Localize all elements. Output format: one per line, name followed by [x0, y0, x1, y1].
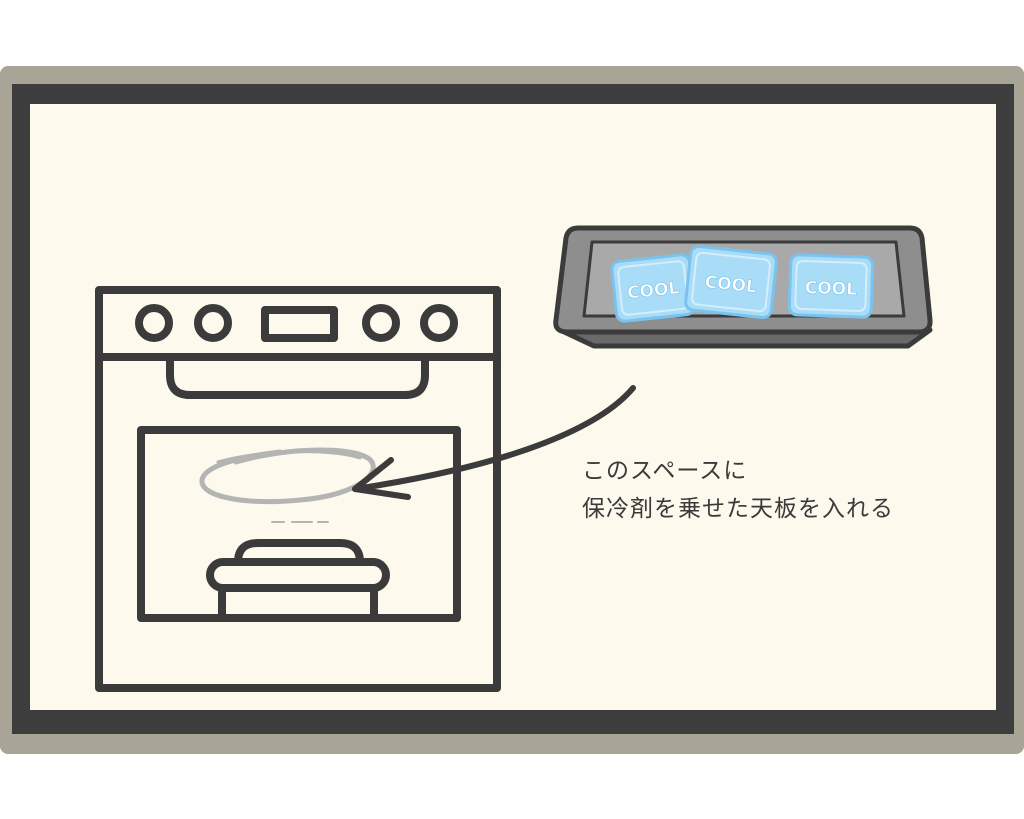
- oven-window: [137, 426, 461, 622]
- oven-body: [95, 286, 501, 692]
- caption-line-1: このスペースに: [582, 458, 748, 484]
- bread-pan-lid: [234, 539, 364, 566]
- bread-pan-rim: [206, 558, 390, 592]
- oven-handle: [166, 357, 429, 399]
- bread-pan-body: [218, 586, 378, 622]
- oven-knob-2: [194, 304, 232, 342]
- caption: このスペースに 保冷剤を乗せた天板を入れる: [582, 452, 894, 528]
- panel-background: [30, 104, 996, 710]
- ice-pack-label: COOL: [626, 278, 680, 303]
- oven-knob-3: [362, 304, 400, 342]
- oven: [95, 286, 501, 692]
- arrow-shaft: [352, 385, 636, 492]
- arrow-head: [352, 457, 411, 500]
- ice-pack-2: COOL: [684, 244, 778, 320]
- arrow: [352, 385, 636, 500]
- oven-knob-4: [420, 304, 458, 342]
- caption-line-2: 保冷剤を乗せた天板を入れる: [582, 496, 894, 522]
- ice-pack-1: COOL: [610, 253, 696, 323]
- ice-pack-label: COOL: [804, 278, 857, 300]
- oven-display: [261, 306, 338, 342]
- empty-space-highlight: [199, 447, 376, 523]
- ice-pack-3: COOL: [787, 253, 875, 319]
- oven-knob-1: [135, 304, 173, 342]
